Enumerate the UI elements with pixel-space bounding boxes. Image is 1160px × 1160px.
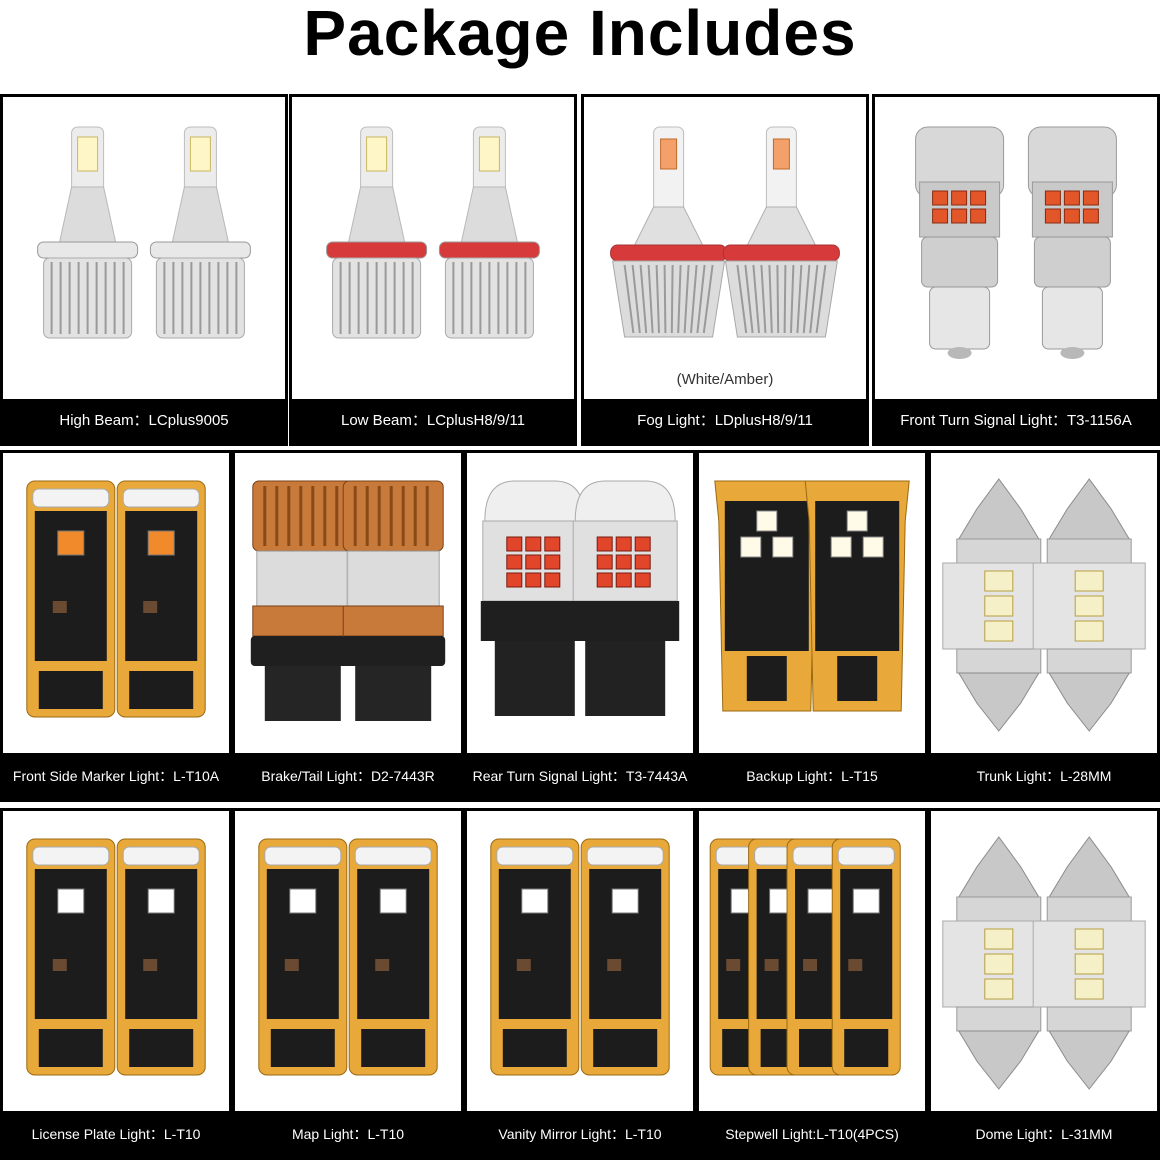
product-caption: Trunk Light：L-28MM (931, 753, 1157, 799)
product-card: High Beam：LCplus9005 (0, 94, 288, 446)
product-caption: Map Light：L-T10 (235, 1111, 461, 1157)
product-caption: Brake/Tail Light：D2-7443R (235, 753, 461, 799)
product-card: Trunk Light：L-28MM (928, 450, 1160, 802)
turn-bulb-pair-icon (915, 126, 1117, 359)
product-card: License Plate Light：L-T10 (0, 808, 232, 1160)
product-image (480, 480, 680, 716)
product-card: Rear Turn Signal Light：T3-7443A (464, 450, 696, 802)
wedge-bulb-pair-icon (258, 838, 438, 1076)
headlight-bulb-pair-icon (37, 126, 251, 339)
headlight-bulb-pair-icon (326, 126, 540, 339)
fog-bulb-pair-icon (610, 126, 840, 338)
color-note: (White/Amber) (676, 371, 774, 388)
product-caption: Front Side Marker Light：L-T10A (3, 753, 229, 799)
product-image (490, 838, 670, 1076)
product-image (610, 126, 840, 338)
product-image (714, 480, 910, 712)
product-card: Vanity Mirror Light：L-T10 (464, 808, 696, 1160)
product-card: (White/Amber) Fog Light：LDplusH8/9/11 (581, 94, 869, 446)
product-caption: Vanity Mirror Light：L-T10 (467, 1111, 693, 1157)
product-caption: High Beam：LCplus9005 (3, 399, 285, 443)
product-card: Front Side Marker Light：L-T10A (0, 450, 232, 802)
product-caption: Dome Light：L-31MM (931, 1111, 1157, 1157)
product-image (942, 836, 1146, 1090)
product-caption: Fog Light：LDplusH8/9/11 (584, 399, 866, 443)
product-caption: Backup Light：L-T15 (699, 753, 925, 799)
wedge-bulb-pair-icon (26, 480, 206, 718)
product-caption: Low Beam：LCplusH8/9/11 (292, 399, 574, 443)
page-title: Package Includes (303, 0, 857, 69)
wedge-bulb-pair-icon (26, 838, 206, 1076)
product-image (942, 478, 1146, 732)
product-image (709, 838, 901, 1076)
product-card: Dome Light：L-31MM (928, 808, 1160, 1160)
festoon-bulb-pair-icon (942, 478, 1146, 732)
product-image (26, 838, 206, 1076)
product-image (37, 126, 251, 339)
product-card: Brake/Tail Light：D2-7443R (232, 450, 464, 802)
product-card: Map Light：L-T10 (232, 808, 464, 1160)
product-image (26, 480, 206, 718)
wedge-bulb-quad-icon (709, 838, 901, 1076)
product-card: Low Beam：LCplusH8/9/11 (289, 94, 577, 446)
wedge-bulb-pair-icon (490, 838, 670, 1076)
product-card: Stepwell Light:L-T10(4PCS) (696, 808, 928, 1160)
product-image (326, 126, 540, 339)
product-caption: Stepwell Light:L-T10(4PCS) (699, 1111, 925, 1157)
red-led-bulb-pair-icon (480, 480, 680, 716)
copper-bulb-pair-icon (250, 480, 446, 721)
product-image (250, 480, 446, 721)
product-image (258, 838, 438, 1076)
backup-bulb-pair-icon (714, 480, 910, 712)
product-image (915, 126, 1117, 359)
product-caption: Front Turn Signal Light：T3-1156A (875, 399, 1157, 443)
product-card: Front Turn Signal Light：T3-1156A (872, 94, 1160, 446)
product-card: Backup Light：L-T15 (696, 450, 928, 802)
festoon-bulb-pair-icon (942, 836, 1146, 1090)
product-caption: Rear Turn Signal Light：T3-7443A (467, 753, 693, 799)
product-caption: License Plate Light：L-T10 (3, 1111, 229, 1157)
